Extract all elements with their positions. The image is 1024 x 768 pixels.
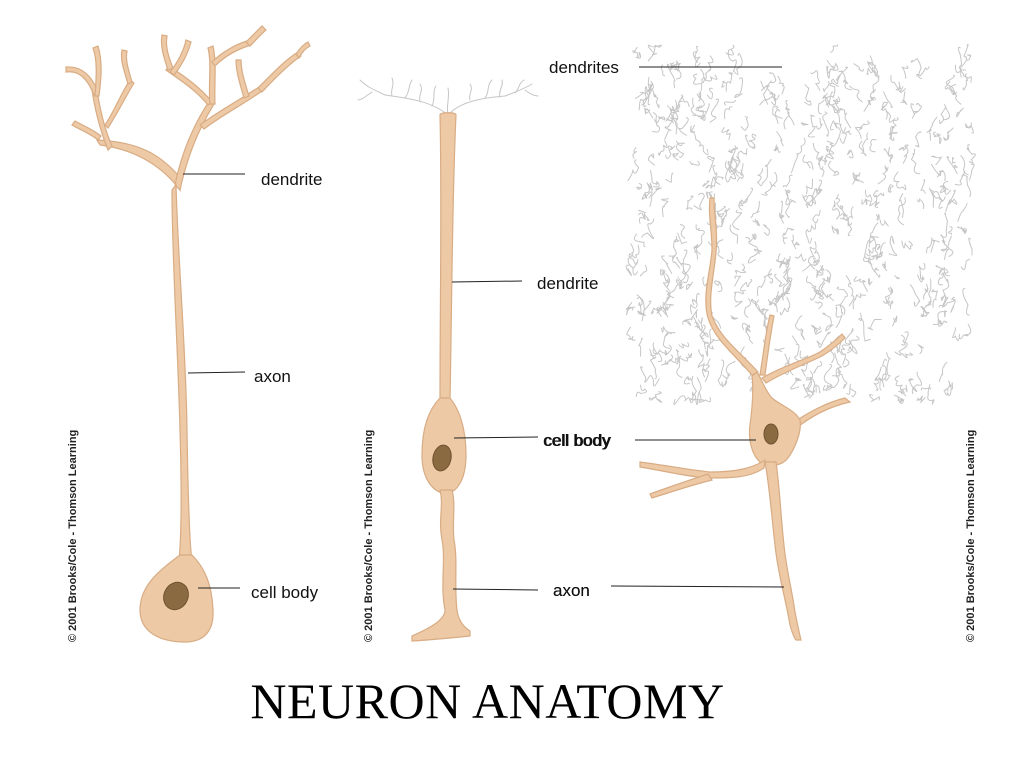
neuron-2-axon bbox=[411, 489, 471, 642]
fine-dendrite-squiggles bbox=[625, 43, 976, 406]
neuron-1-nucleus bbox=[163, 581, 189, 611]
neuron-3-cell-body bbox=[748, 371, 801, 467]
neuron-3-nucleus bbox=[763, 423, 779, 445]
copyright-notice-1: © 2001 Brooks/Cole - Thomson Learning bbox=[67, 430, 79, 642]
neuron-1-axon-label: axon bbox=[254, 367, 291, 386]
neuron-2-axon-label: axon bbox=[553, 581, 590, 600]
neuron-2-dendrite-shaft bbox=[439, 112, 457, 401]
neuron-3-dendritic-arbor bbox=[625, 43, 976, 406]
neuron-2-dendrite-label: dendrite bbox=[537, 274, 598, 293]
neuron-2-cell-body-label: cell body bbox=[544, 431, 612, 450]
neuron-3-axon bbox=[764, 461, 802, 641]
copyright-notice-3: © 2001 Brooks/Cole - Thomson Learning bbox=[965, 430, 977, 642]
neuron-2-fine-dendrites bbox=[357, 77, 539, 116]
neuron-2: dendrite cell body axon bbox=[357, 77, 612, 642]
neuron-1-dendrite-tree bbox=[65, 25, 311, 193]
neuron-1-dendrite-label: dendrite bbox=[261, 170, 322, 189]
neuron-2-nucleus bbox=[432, 444, 452, 472]
copyright-notice-2: © 2001 Brooks/Cole - Thomson Learning bbox=[363, 430, 375, 642]
neuron-3: dendrites cell body axon bbox=[543, 43, 976, 641]
page-title: NEURON ANATOMY bbox=[250, 673, 725, 729]
neuron-1-cell-body-label: cell body bbox=[251, 583, 319, 602]
neuron-3-cell-body-label: cell body bbox=[543, 431, 611, 450]
neuron-3-dendrites-label: dendrites bbox=[549, 58, 619, 77]
neuron-1: dendrite axon cell body bbox=[65, 25, 322, 643]
neuron-3-axon-label: axon bbox=[553, 581, 590, 600]
